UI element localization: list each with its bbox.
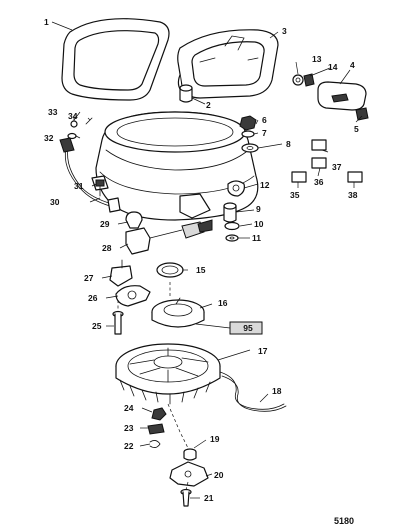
- callout-38: 38: [348, 190, 358, 200]
- callout-19: 19: [210, 434, 220, 444]
- clip-part: [355, 107, 369, 121]
- bracket-28-part: [125, 219, 213, 255]
- callout-1: 1: [44, 17, 49, 27]
- callout-4: 4: [350, 60, 355, 70]
- spacer-washer-stack: [223, 202, 240, 242]
- callout-29: 29: [100, 219, 110, 229]
- washer-19-part: [183, 448, 197, 461]
- retainer-ring-part: [156, 262, 184, 278]
- drawing-number: 5180: [334, 516, 354, 526]
- callout-2: 2: [206, 100, 211, 110]
- leader-lines: [51, 21, 363, 499]
- nut-24-part: [151, 407, 167, 421]
- callout-32: 32: [44, 133, 54, 143]
- callout-9: 9: [256, 204, 261, 214]
- tag-pointer: 95: [195, 321, 263, 335]
- callout-15: 15: [196, 265, 206, 275]
- callout-34: 34: [68, 111, 78, 121]
- seal-frame-part: [61, 18, 170, 101]
- callout-36: 36: [314, 177, 324, 187]
- callout-37: 37: [332, 162, 342, 172]
- bolt-25-part: [112, 300, 124, 335]
- callout-8: 8: [286, 139, 291, 149]
- decal-36: [311, 157, 327, 169]
- callout-7: 7: [262, 128, 267, 138]
- callout-21: 21: [204, 493, 214, 503]
- callout-16: 16: [218, 298, 228, 308]
- callout-6: 6: [262, 115, 267, 125]
- starter-rope-part: [219, 371, 287, 412]
- callout-12: 12: [260, 180, 270, 190]
- callout-14: 14: [328, 62, 338, 72]
- callout-33: 33: [48, 107, 58, 117]
- decal-37: [311, 139, 327, 151]
- callout-13: 13: [312, 54, 322, 64]
- callout-27: 27: [84, 273, 94, 283]
- callout-17: 17: [258, 346, 268, 356]
- callout-3: 3: [282, 26, 287, 36]
- decal-38: [347, 171, 363, 183]
- callout-30: 30: [50, 197, 60, 207]
- recoil-spring-cup-part: [151, 297, 205, 328]
- pawl-27-part: [109, 259, 133, 287]
- callout-26: 26: [88, 293, 98, 303]
- screw-21-part: [180, 481, 192, 507]
- callout-11: 11: [252, 233, 261, 243]
- clamp-29-part: [125, 211, 143, 229]
- starter-handle-grip-part: [317, 81, 367, 111]
- callout-labels: 1 2 3 4 5 6 7 8 9 10 11 12 13 14 15 16 1…: [44, 17, 359, 503]
- pawl-23-part: [147, 423, 165, 435]
- spring-clip-22-part: [149, 440, 161, 448]
- callout-18: 18: [272, 386, 282, 396]
- axis-line-lower: [167, 403, 191, 453]
- callout-24: 24: [124, 403, 134, 413]
- handle-housing-part: [177, 29, 279, 99]
- pulley-sheave-part: [115, 343, 221, 405]
- stop-switch-cable-part: [59, 137, 121, 213]
- callout-35: 35: [290, 190, 300, 200]
- bushing-part: [179, 84, 193, 103]
- callout-5: 5: [354, 124, 359, 134]
- nut-washer-stack: [239, 115, 259, 153]
- callout-23: 23: [124, 423, 134, 433]
- callout-31: 31: [74, 181, 84, 191]
- callout-10: 10: [254, 219, 264, 229]
- decal-set: [291, 139, 363, 183]
- spring-washer-part: [292, 73, 315, 87]
- decal-35: [291, 171, 307, 183]
- tag-label: 95: [243, 323, 253, 333]
- callout-20: 20: [214, 470, 224, 480]
- starter-cup-plate-part: [169, 461, 209, 487]
- cam-plate-26-part: [115, 285, 151, 307]
- callout-28: 28: [102, 243, 112, 253]
- callout-25: 25: [92, 321, 102, 331]
- callout-22: 22: [124, 441, 134, 451]
